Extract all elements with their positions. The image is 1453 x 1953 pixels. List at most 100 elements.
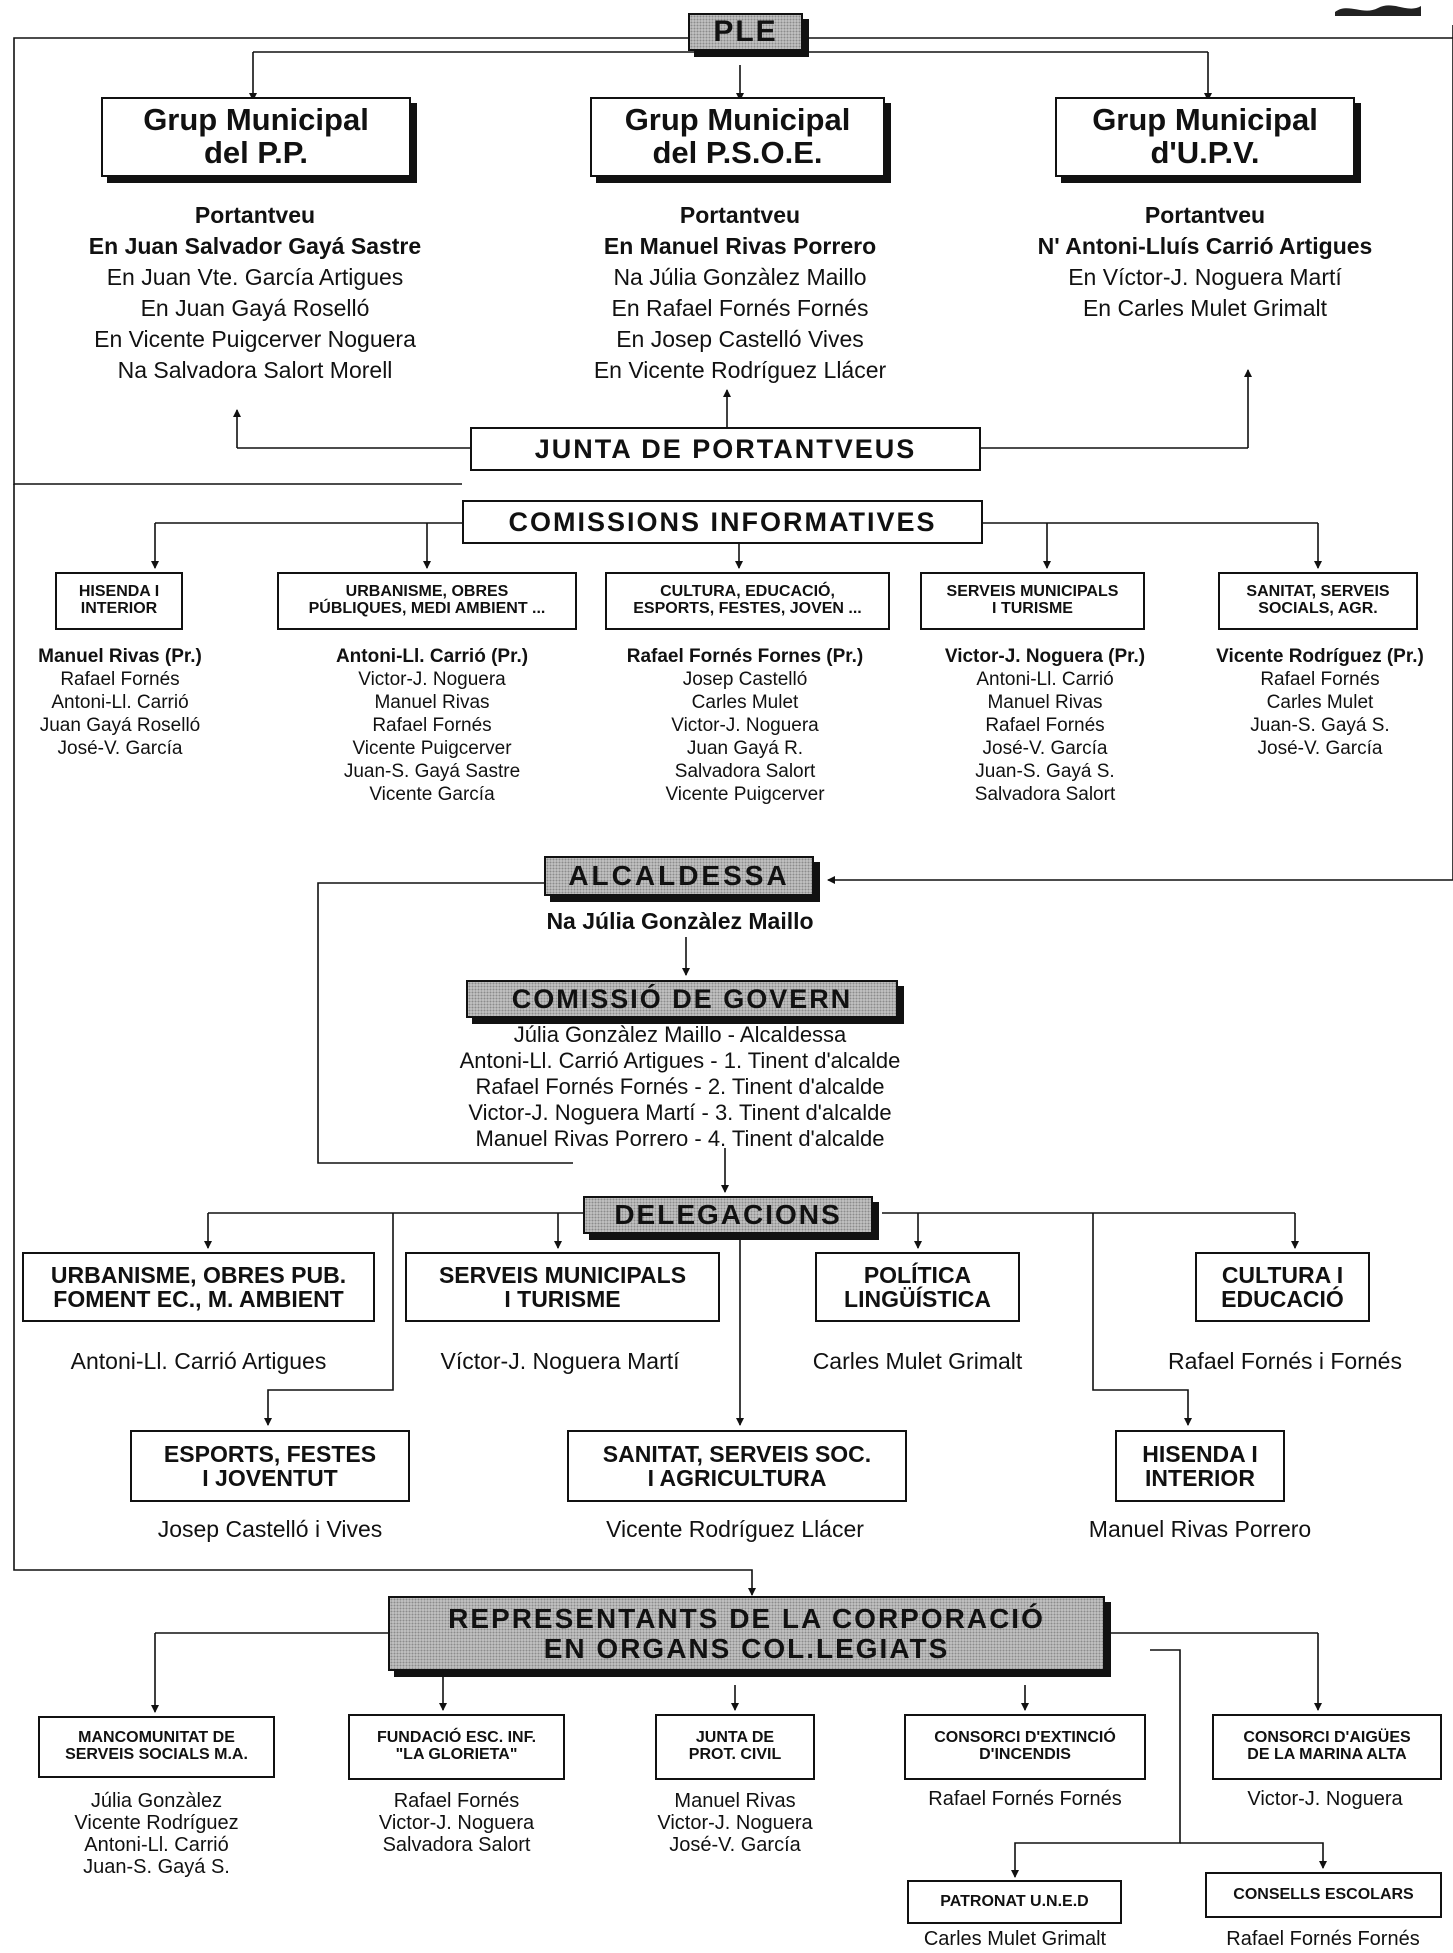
member: Rafael Fornés [372,715,492,736]
group-upv-members: Portantveu N' Antoni-Lluís Carrió Artigu… [980,200,1430,324]
logo-icon [1335,5,1421,16]
delegation-box-politica: POLÍTICA LINGÜÍSTICA [815,1252,1020,1322]
member: Rafael Fornés [60,669,180,690]
spokesperson-name: En Manuel Rivas Porrero [603,233,877,259]
delegation-box-hisenda: HISENDA I INTERIOR [1115,1430,1285,1502]
group-title-line1: Grup Municipal [624,102,851,138]
organ-title-line2: DE LA MARINA ALTA [1247,1746,1407,1763]
spokesperson-label: Portantveu [679,202,801,228]
alcaldessa-box: ALCALDESSA [544,856,814,896]
member: Victor-J. Noguera [1247,1788,1403,1810]
member: Rafael Fornés Fornés [928,1788,1122,1810]
organ-title-line1: PATRONAT U.N.E.D [940,1892,1089,1910]
ple-label: PLE [713,15,778,49]
member: Antoni-Ll. Carrió Artigues - 1. Tinent d… [459,1048,901,1073]
delegation-name: Antoni-Ll. Carrió Artigues [70,1348,327,1374]
committee-title-line2: INTERIOR [80,600,158,617]
member: En Rafael Fornés Fornés [611,295,869,321]
organ-title-line2: "LA GLORIETA" [395,1746,518,1763]
member: Vicente Puigcerver [665,784,825,805]
committee-title-line2: PÚBLIQUES, MEDI AMBIENT ... [308,600,546,617]
member: En Vicente Puigcerver Noguera [94,326,416,352]
member: Victor-J. Noguera [671,715,819,736]
committee-members-urbanisme: Antoni-Ll. Carrió (Pr.) Victor-J. Noguer… [302,645,562,806]
organ-title-line1: JUNTA DE [695,1729,775,1747]
member: José-V. García [57,738,183,759]
group-pp-members: Portantveu En Juan Salvador Gayá Sastre … [30,200,480,386]
member: Carles Mulet [1266,692,1374,713]
organ-box-consells-escolars: CONSELLS ESCOLARS [1205,1872,1442,1918]
member: Manuel Rivas Porrero - 4. Tinent d'alcal… [475,1126,885,1151]
organ-members-consells-escolars: Rafael Fornés Fornés [1193,1928,1453,1950]
committee-chair: Rafael Fornés Fornes (Pr.) [626,646,864,667]
committee-title-line2: ESPORTS, FESTES, JOVEN ... [633,600,862,617]
member: En Josep Castelló Vives [616,326,864,352]
group-title-line1: Grup Municipal [1092,102,1318,138]
committee-chair: Manuel Rivas (Pr.) [38,646,202,667]
member: En Vicente Rodríguez Llácer [593,357,887,383]
member: Juan-S. Gayá S. [975,761,1115,782]
spokesperson-label: Portantveu [194,202,316,228]
committee-title-line1: SANITAT, SERVEIS [1246,583,1390,601]
committee-members-hisenda: Manuel Rivas (Pr.) Rafael Fornés Antoni-… [20,645,220,760]
group-title-line2: del P.S.O.E. [652,135,823,170]
organ-title-line2: PROT. CIVIL [688,1746,782,1763]
committee-box-cultura: CULTURA, EDUCACIÓ, ESPORTS, FESTES, JOVE… [605,572,890,630]
committee-title-line2: SOCIALS, AGR. [1258,600,1378,617]
member: Juan-S. Gayá Sastre [343,761,521,782]
member: Na Júlia Gonzàlez Maillo [613,264,867,290]
organ-title-line2: SERVEIS SOCIALS M.A. [65,1746,248,1763]
member: En Juan Vte. García Artigues [106,264,404,290]
member: Vicente Puigcerver [352,738,512,759]
junta-label: JUNTA DE PORTANTVEUS [534,433,917,464]
member: Rafael Fornés [985,715,1105,736]
delegation-box-cultura: CULTURA I EDUCACIÓ [1195,1252,1370,1322]
alcaldessa-name: Na Júlia Gonzàlez Maillo [546,908,814,934]
spokesperson-name: N' Antoni-Lluís Carrió Artigues [1037,233,1373,259]
delegation-title-line2: I TURISME [504,1286,621,1312]
member: Rafael Fornés Fornés [1226,1928,1420,1950]
alcaldessa-label: ALCALDESSA [568,860,790,892]
delegation-title-line2: EDUCACIÓ [1221,1286,1344,1312]
committee-box-hisenda: HISENDA I INTERIOR [55,572,183,630]
member: Salvadora Salort [674,761,816,782]
member: Manuel Rivas [987,692,1103,713]
member: Carles Mulet [691,692,799,713]
member: José-V. García [1257,738,1383,759]
committee-members-cultura: Rafael Fornés Fornes (Pr.) Josep Castell… [590,645,900,806]
representants-title-line1: REPRESENTANTS DE LA CORPORACIÓ [448,1603,1045,1635]
comissio-govern-box: COMISSIÓ DE GOVERN [466,980,898,1018]
committee-title-line1: HISENDA I [78,583,160,601]
member: Juan Gayá Roselló [39,715,201,736]
delegation-box-esports: ESPORTS, FESTES I JOVENTUT [130,1430,410,1502]
member: En Carles Mulet Grimalt [1082,295,1328,321]
member: Júlia Gonzàlez Maillo - Alcaldessa [513,1022,847,1047]
delegation-name: Josep Castelló i Vives [157,1516,383,1542]
member: Carles Mulet Grimalt [923,1928,1107,1950]
organ-members-incendis: Rafael Fornés Fornés [880,1788,1170,1810]
committee-chair: Vicente Rodríguez (Pr.) [1216,646,1424,667]
organ-title-line1: CONSORCI D'EXTINCIÓ [934,1729,1116,1747]
member: Juan Gayá R. [686,738,804,759]
govern-label: COMISSIÓ DE GOVERN [511,983,853,1014]
member: En Víctor-J. Noguera Martí [1068,264,1342,290]
group-pp-box: Grup Municipal del P.P. [101,97,411,177]
member: En Juan Gayá Roselló [140,295,370,321]
comissions-informatives-box: COMISSIONS INFORMATIVES [462,500,983,544]
delegation-title-line2: FOMENT EC., M. AMBIENT [53,1286,344,1312]
committee-members-sanitat: Vicente Rodríguez (Pr.) Rafael Fornés Ca… [1190,645,1450,760]
delegation-title-line2: LINGÜÍSTICA [844,1286,991,1312]
delegation-title-line1: URBANISME, OBRES PUB. [50,1261,347,1288]
group-psoe-box: Grup Municipal del P.S.O.E. [590,97,885,177]
member: Victor-J. Noguera Martí - 3. Tinent d'al… [468,1100,892,1125]
organ-box-uned: PATRONAT U.N.E.D [907,1880,1122,1924]
organ-box-proteccio-civil: JUNTA DE PROT. CIVIL [655,1714,815,1780]
spokesperson-label: Portantveu [1144,202,1266,228]
member: Antoni-Ll. Carrió [51,692,189,713]
delegation-title-line1: SANITAT, SERVEIS SOC. [602,1440,872,1467]
delegation-title-line1: HISENDA I [1142,1440,1258,1467]
delegation-name: Vicente Rodríguez Llácer [606,1516,864,1542]
member: Antoni-Ll. Carrió [976,669,1114,690]
committee-box-urbanisme: URBANISME, OBRES PÚBLIQUES, MEDI AMBIENT… [277,572,577,630]
member: Josep Castelló [682,669,808,690]
